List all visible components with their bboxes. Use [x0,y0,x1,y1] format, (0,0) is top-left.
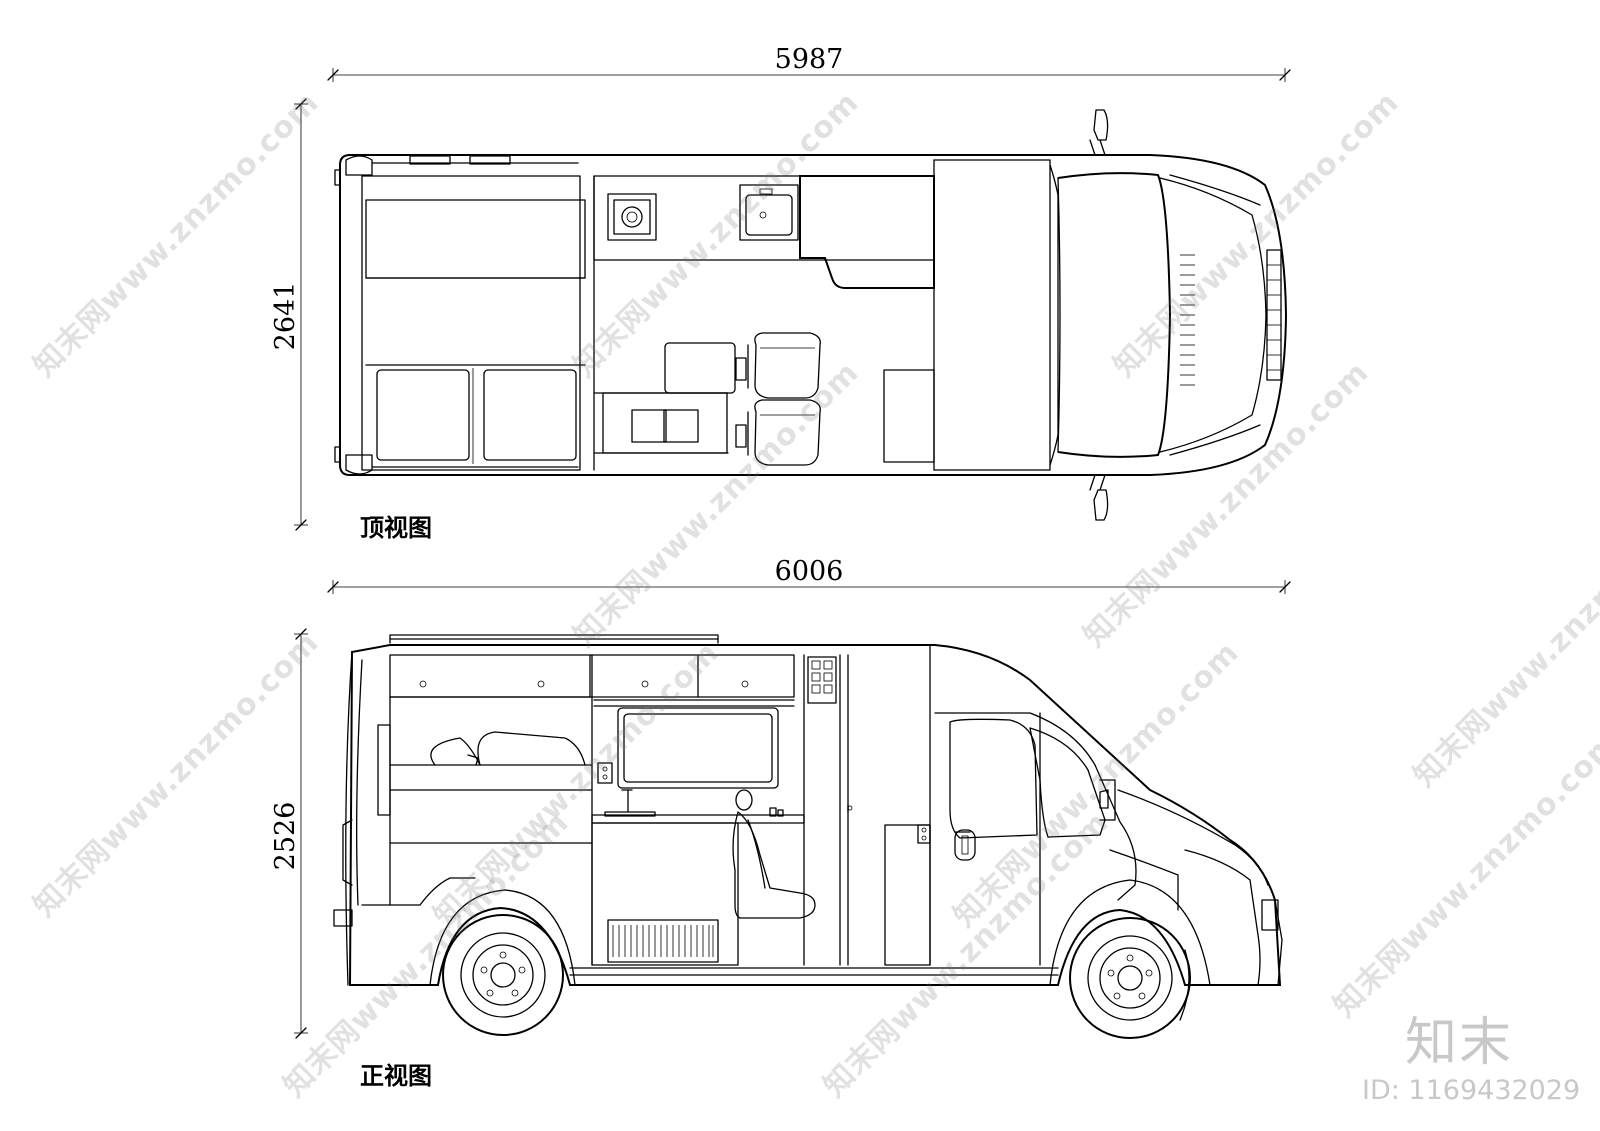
control-panel [807,656,837,704]
image-id: ID: 1169432029 [1362,1075,1581,1106]
dimension-top-width: 2641 [270,98,308,531]
top-length-value: 5987 [775,44,844,75]
top-view-vehicle: 顶视图 [334,109,1288,542]
top-grille [1266,249,1282,381]
side-height-value: 2526 [270,802,301,871]
seat-upper [735,332,821,399]
top-view-label: 顶视图 [360,514,432,542]
seat-lower [735,399,821,466]
dimension-side-length: 6006 [327,556,1291,594]
dimension-top-length: 5987 [327,44,1291,82]
front-wheel [1069,917,1191,1039]
rear-wheel [442,914,564,1036]
side-length-value: 6006 [775,556,844,587]
seat-side [732,789,816,919]
dimension-side-height: 2526 [270,628,308,1039]
hood-vents [1180,254,1195,386]
brand-logo: 知末 [1405,1013,1514,1073]
side-view-label: 正视图 [360,1062,432,1090]
mirror-right [1089,474,1109,521]
vent-grille [612,925,714,957]
mirror-left [1089,109,1109,156]
side-view-vehicle: 正视图 [333,634,1283,1090]
top-width-value: 2641 [270,282,301,351]
